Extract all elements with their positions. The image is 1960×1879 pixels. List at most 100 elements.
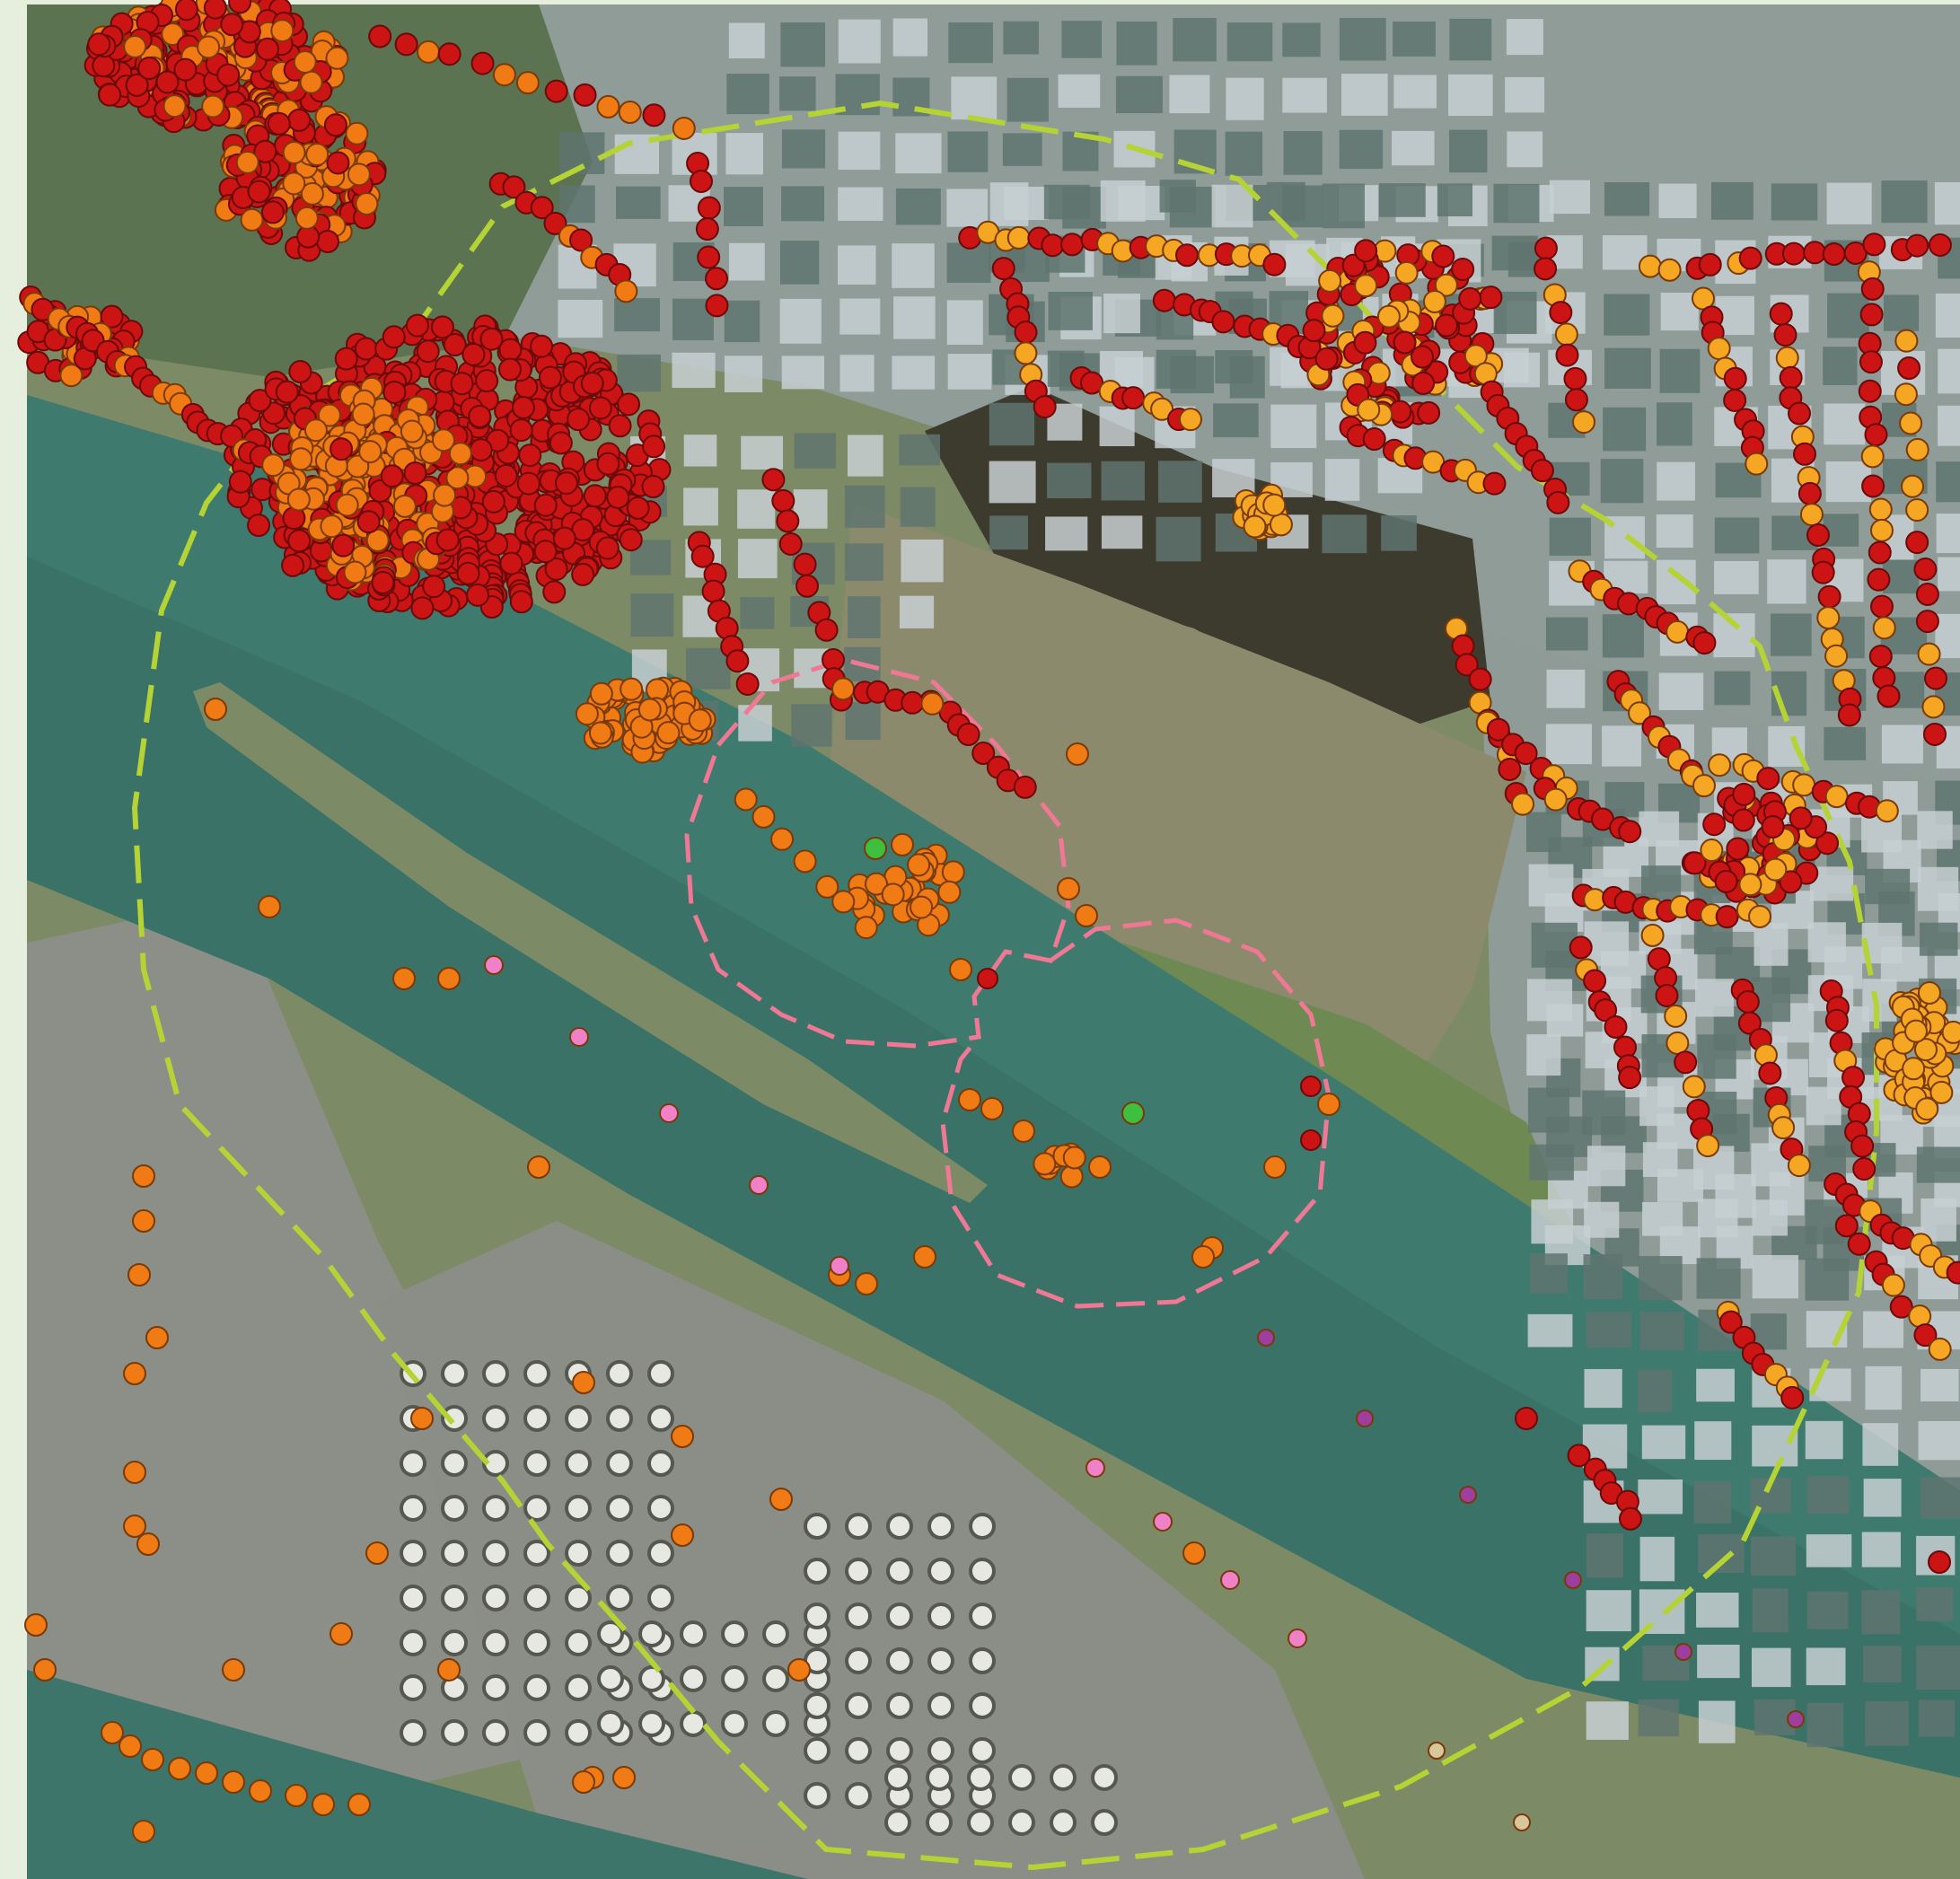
red-marker[interactable]: [533, 540, 558, 564]
orange-marker[interactable]: [941, 860, 965, 884]
red-marker[interactable]: [573, 83, 597, 107]
red-marker[interactable]: [1353, 330, 1377, 355]
red-marker[interactable]: [287, 529, 312, 553]
red-marker[interactable]: [1564, 388, 1588, 412]
amber-marker[interactable]: [1792, 773, 1816, 797]
red-marker[interactable]: [499, 551, 523, 575]
red-marker[interactable]: [1797, 481, 1822, 505]
orange-marker[interactable]: [864, 872, 888, 896]
pink-marker[interactable]: [659, 1103, 679, 1123]
red-marker[interactable]: [619, 528, 643, 552]
orange-marker[interactable]: [285, 1784, 308, 1807]
orange-marker[interactable]: [417, 40, 441, 64]
purple-marker[interactable]: [1787, 1710, 1805, 1728]
amber-marker[interactable]: [1006, 225, 1031, 250]
orange-marker[interactable]: [132, 1164, 155, 1188]
orange-marker[interactable]: [312, 1793, 335, 1816]
amber-marker[interactable]: [1904, 1019, 1928, 1043]
red-marker[interactable]: [1211, 310, 1235, 334]
orange-marker[interactable]: [572, 1770, 595, 1794]
red-marker[interactable]: [544, 79, 568, 103]
orange-marker[interactable]: [132, 1820, 155, 1843]
red-marker[interactable]: [1824, 1008, 1849, 1032]
risk-object-markers[interactable]: [17, 0, 1960, 1843]
red-marker[interactable]: [1905, 233, 1929, 258]
red-marker[interactable]: [1451, 257, 1475, 281]
red-marker[interactable]: [1792, 442, 1816, 466]
orange-marker[interactable]: [201, 94, 225, 119]
orange-marker[interactable]: [249, 1779, 272, 1803]
orange-marker[interactable]: [672, 116, 696, 140]
red-marker[interactable]: [1834, 1214, 1859, 1238]
orange-marker[interactable]: [286, 487, 311, 512]
purple-marker[interactable]: [1674, 1643, 1692, 1661]
red-marker[interactable]: [281, 553, 305, 577]
red-marker[interactable]: [137, 56, 162, 80]
orange-marker[interactable]: [294, 206, 319, 230]
red-marker[interactable]: [701, 579, 725, 603]
orange-marker[interactable]: [163, 94, 187, 119]
red-marker[interactable]: [1014, 320, 1038, 345]
red-marker[interactable]: [530, 334, 554, 358]
amber-marker[interactable]: [1572, 410, 1596, 435]
amber-marker[interactable]: [1554, 322, 1578, 347]
red-marker[interactable]: [516, 471, 541, 496]
pink-marker[interactable]: [569, 1027, 589, 1047]
red-marker[interactable]: [1815, 831, 1840, 856]
orange-marker[interactable]: [293, 49, 317, 74]
red-marker[interactable]: [1354, 239, 1378, 263]
orange-marker[interactable]: [123, 1515, 146, 1538]
red-marker[interactable]: [356, 510, 381, 534]
red-marker[interactable]: [1514, 742, 1538, 766]
red-marker[interactable]: [697, 245, 721, 269]
red-marker[interactable]: [1692, 631, 1717, 655]
red-marker[interactable]: [554, 471, 578, 496]
red-marker[interactable]: [450, 372, 474, 396]
red-marker[interactable]: [475, 369, 499, 393]
red-marker[interactable]: [1718, 1310, 1743, 1334]
red-marker[interactable]: [771, 488, 795, 513]
orange-marker[interactable]: [24, 1613, 48, 1637]
red-marker[interactable]: [735, 672, 760, 696]
red-marker[interactable]: [530, 196, 554, 220]
red-marker[interactable]: [416, 339, 440, 364]
red-marker[interactable]: [98, 83, 122, 107]
orange-marker[interactable]: [1191, 1245, 1215, 1269]
amber-marker[interactable]: [1881, 1273, 1905, 1297]
red-marker[interactable]: [1862, 233, 1886, 257]
red-marker[interactable]: [552, 526, 576, 550]
red-marker[interactable]: [430, 315, 454, 339]
orange-marker[interactable]: [123, 1461, 146, 1484]
red-marker[interactable]: [331, 533, 356, 558]
orange-marker[interactable]: [235, 150, 259, 174]
amber-marker[interactable]: [1628, 701, 1652, 725]
red-marker[interactable]: [641, 475, 665, 499]
amber-marker[interactable]: [1682, 1075, 1706, 1099]
orange-marker[interactable]: [734, 787, 758, 812]
red-marker[interactable]: [725, 649, 750, 673]
red-marker[interactable]: [1864, 423, 1888, 447]
amber-marker[interactable]: [1928, 1337, 1952, 1361]
orange-marker[interactable]: [445, 466, 470, 490]
orange-marker[interactable]: [1075, 904, 1098, 927]
amber-marker[interactable]: [1638, 254, 1662, 278]
amber-marker[interactable]: [1243, 514, 1267, 539]
amber-marker[interactable]: [1824, 785, 1849, 809]
orange-marker[interactable]: [132, 1209, 155, 1233]
red-marker[interactable]: [1468, 667, 1492, 691]
orange-marker[interactable]: [343, 560, 367, 584]
orange-marker[interactable]: [527, 1155, 550, 1179]
red-marker[interactable]: [1655, 983, 1679, 1007]
red-marker[interactable]: [1731, 808, 1755, 832]
red-marker[interactable]: [437, 42, 461, 66]
red-marker[interactable]: [1715, 905, 1739, 929]
amber-marker[interactable]: [1354, 274, 1378, 298]
orange-marker[interactable]: [355, 192, 379, 216]
amber-marker[interactable]: [1321, 303, 1345, 328]
orange-marker[interactable]: [515, 71, 540, 95]
red-marker[interactable]: [776, 509, 800, 533]
red-marker[interactable]: [1841, 1066, 1866, 1090]
red-marker[interactable]: [533, 493, 558, 517]
orange-marker[interactable]: [589, 681, 613, 706]
orange-marker[interactable]: [119, 1734, 142, 1758]
